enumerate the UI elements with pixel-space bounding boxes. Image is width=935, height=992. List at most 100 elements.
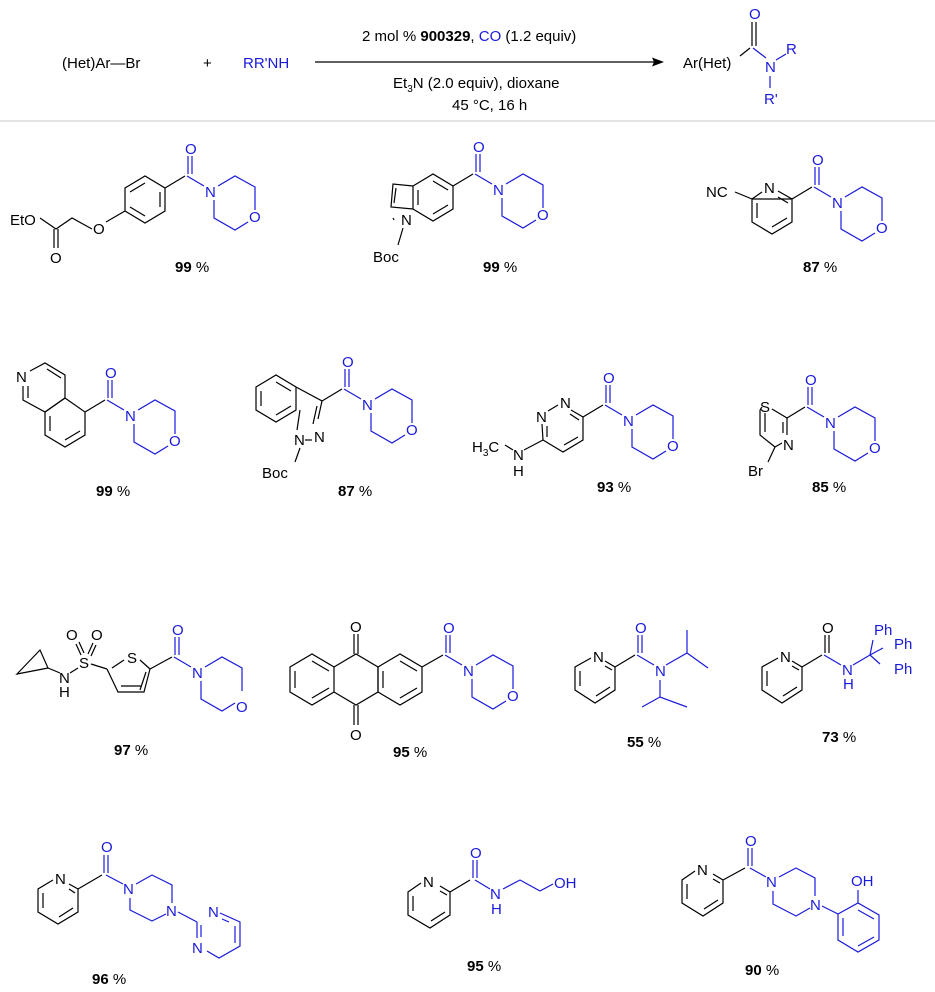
svg-text:N: N xyxy=(16,369,27,386)
svg-text:N: N xyxy=(832,195,843,212)
svg-text:O: O xyxy=(105,365,117,382)
svg-text:99 %: 99 % xyxy=(175,259,209,276)
svg-text:N: N xyxy=(764,180,775,197)
product-10: N O N 55 % xyxy=(574,620,709,751)
product-4: N O N O 99 % xyxy=(16,362,181,500)
svg-text:N: N xyxy=(192,940,203,957)
svg-text:N: N xyxy=(780,649,791,666)
svg-text:O: O xyxy=(812,152,824,169)
svg-text:Ph: Ph xyxy=(894,661,912,678)
svg-text:O: O xyxy=(185,141,197,158)
product-9: O O O N O 95 % xyxy=(289,619,519,761)
product-aryl: Ar(Het) xyxy=(683,55,731,72)
product-2: N Boc O N O 99 % xyxy=(373,139,549,276)
svg-text:Ph: Ph xyxy=(874,622,892,639)
svg-text:N: N xyxy=(401,212,412,229)
product-14: N O N N OH 90 % xyxy=(681,833,880,979)
svg-text:N: N xyxy=(697,862,708,879)
svg-text:Ph: Ph xyxy=(894,636,912,653)
svg-text:93 %: 93 % xyxy=(597,479,631,496)
svg-text:O: O xyxy=(66,627,78,644)
product-5: N N Boc O N O 87 % xyxy=(255,354,418,500)
svg-text:O: O xyxy=(603,370,615,387)
svg-text:N: N xyxy=(208,904,219,921)
reaction-header: (Het)Ar—Br + RR'NH 2 mol % 900329, CO (1… xyxy=(62,6,797,114)
svg-text:O: O xyxy=(172,622,184,639)
svg-text:H: H xyxy=(843,676,854,693)
svg-text:H: H xyxy=(491,901,502,918)
svg-text:N: N xyxy=(294,432,305,449)
svg-text:N: N xyxy=(166,903,177,920)
svg-text:N: N xyxy=(205,184,216,201)
svg-text:O: O xyxy=(507,688,519,705)
svg-text:87 %: 87 % xyxy=(803,259,837,276)
svg-text:N: N xyxy=(655,663,666,680)
svg-text:OH: OH xyxy=(851,873,874,890)
svg-text:N: N xyxy=(125,408,136,425)
svg-text:Boc: Boc xyxy=(373,249,399,266)
svg-text:99 %: 99 % xyxy=(483,259,517,276)
svg-text:O: O xyxy=(93,221,105,238)
svg-text:90 %: 90 % xyxy=(745,962,779,979)
conditions-below-2: 45 °C, 16 h xyxy=(452,97,527,114)
svg-text:97 %: 97 % xyxy=(114,742,148,759)
svg-text:N: N xyxy=(314,429,325,446)
conditions-below-1: Et3N (2.0 equiv), dioxane xyxy=(393,75,560,95)
svg-text:N: N xyxy=(766,874,777,891)
svg-text:O: O xyxy=(350,619,362,636)
svg-text:O: O xyxy=(101,839,113,856)
svg-text:N: N xyxy=(423,874,434,891)
product-1: EtO O O O N O 99 % xyxy=(10,141,261,276)
svg-text:O: O xyxy=(406,422,418,439)
svg-text:O: O xyxy=(745,833,757,850)
svg-text:O: O xyxy=(350,727,362,744)
svg-text:Br: Br xyxy=(748,463,763,480)
svg-text:O: O xyxy=(342,354,354,371)
svg-text:O: O xyxy=(443,620,455,637)
svg-text:O: O xyxy=(876,220,888,237)
svg-text:O: O xyxy=(805,372,817,389)
conditions-above: 2 mol % 900329, CO (1.2 equiv) xyxy=(362,28,576,45)
plus-sign: + xyxy=(203,55,212,72)
svg-text:95 %: 95 % xyxy=(467,958,501,975)
svg-text:S: S xyxy=(127,650,137,667)
svg-text:N: N xyxy=(463,663,474,680)
svg-text:N: N xyxy=(623,413,634,430)
svg-text:N: N xyxy=(59,670,70,687)
svg-text:O: O xyxy=(169,433,181,450)
svg-text:N: N xyxy=(55,871,66,888)
product-r-prime: R' xyxy=(764,91,778,108)
svg-text:99 %: 99 % xyxy=(96,483,130,500)
svg-text:N: N xyxy=(842,662,853,679)
product-nitrogen: N xyxy=(765,59,776,76)
svg-text:87 %: 87 % xyxy=(338,483,372,500)
svg-text:85 %: 85 % xyxy=(812,479,846,496)
svg-text:Boc: Boc xyxy=(262,465,288,482)
product-13: N O N H OH 95 % xyxy=(407,845,577,975)
svg-text:S: S xyxy=(79,655,89,672)
svg-text:N: N xyxy=(783,437,794,454)
svg-text:O: O xyxy=(91,627,103,644)
svg-text:73 %: 73 % xyxy=(822,729,856,746)
svg-text:O: O xyxy=(470,845,482,862)
product-oxygen: O xyxy=(749,6,761,23)
svg-text:O: O xyxy=(635,620,647,637)
svg-text:N: N xyxy=(362,397,373,414)
svg-text:O: O xyxy=(869,440,881,457)
svg-text:N: N xyxy=(490,886,501,903)
svg-text:O: O xyxy=(473,139,485,156)
svg-text:N: N xyxy=(513,447,524,464)
svg-text:H3C: H3C xyxy=(472,439,499,459)
product-3: NC N O N O 87 % xyxy=(706,152,888,276)
svg-text:S: S xyxy=(760,399,770,416)
product-r: R xyxy=(786,41,797,58)
svg-text:N: N xyxy=(123,881,134,898)
svg-text:N: N xyxy=(192,665,203,682)
reactant-amine: RR'NH xyxy=(243,55,289,72)
svg-text:O: O xyxy=(537,207,549,224)
product-12: N O N N N N 96 % xyxy=(37,839,241,988)
svg-text:N: N xyxy=(593,649,604,666)
svg-text:NC: NC xyxy=(706,184,728,201)
svg-text:O: O xyxy=(822,620,834,637)
arrow-head-icon xyxy=(652,57,664,67)
